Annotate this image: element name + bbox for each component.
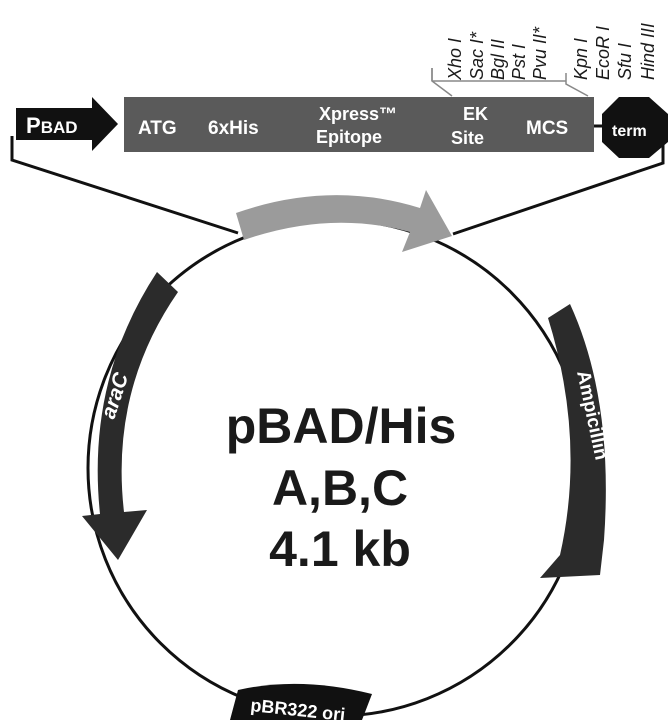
expansion-line-left [10,136,239,235]
site-xho: Xho I [445,38,465,81]
ampicillin-arrow [540,304,606,578]
his-tag-label: 6xHis [208,118,259,139]
xpress-label-line1: Xpress™ [319,104,397,124]
site-ecor: EcoR I [593,26,613,80]
site-kpn: Kpn I [571,38,591,80]
site-pvu: Pvu II* [530,26,550,80]
plasmid-name-line2: A,B,C [272,460,408,516]
orf-bar [124,97,594,152]
ek-label-line1: EK [463,104,488,124]
terminator-octagon [602,97,668,158]
ek-label-line2: Site [451,128,484,148]
expansion-line-right [452,143,665,236]
promoter-arrow [16,97,118,151]
site-sac: Sac I* [467,31,487,80]
mcs-label: MCS [526,118,568,139]
arac-arrow [82,272,178,560]
atg-label: ATG [138,118,177,139]
ori-box [230,683,372,720]
term-label: term [612,123,647,140]
insert-arrow [236,190,452,252]
site-sfu: Sfu I [615,43,635,80]
site-hind: Hind III [638,23,658,80]
site-pst: Pst I [509,44,529,80]
plasmid-name-line1: pBAD/His [226,398,457,454]
plasmid-size: 4.1 kb [269,521,411,577]
xpress-label-line2: Epitope [316,127,382,147]
promoter-sub: BAD [41,118,78,137]
promoter-label: PBAD [26,113,78,138]
promoter-main: P [26,113,41,138]
site-bgl: Bgl II [488,39,508,80]
